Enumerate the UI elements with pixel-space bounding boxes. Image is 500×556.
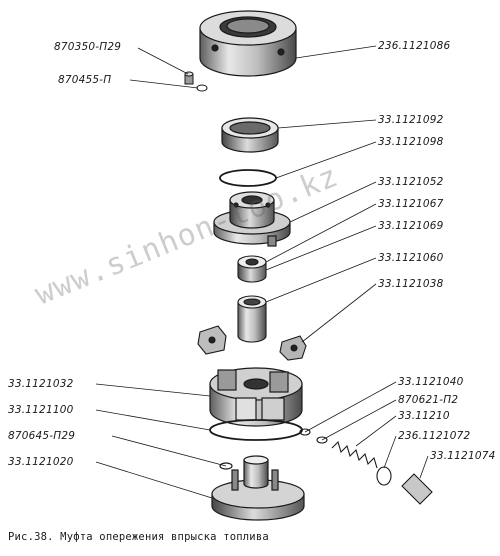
label-870621-p2: 870621-П2 (398, 394, 459, 406)
label-236-1121072: 236.1121072 (398, 430, 471, 442)
part-hub (209, 367, 303, 427)
figure-caption: Рис.38. Муфта опережения впрыска топлива (8, 531, 269, 543)
part-flange (213, 191, 291, 247)
leader-lines (95, 45, 429, 499)
label-33-1121067: 33.1121067 (378, 198, 444, 210)
part-screw (184, 71, 208, 92)
label-33-1121040: 33.1121040 (398, 376, 464, 388)
label-33-1121069: 33.1121069 (378, 220, 444, 232)
label-33-1121052: 33.1121052 (378, 176, 444, 188)
part-weights (197, 325, 307, 361)
label-870645-p29: 870645-П29 (8, 430, 76, 442)
label-870350-p29: 870350-П29 (54, 41, 122, 53)
part-o-ring (219, 169, 277, 187)
label-33-1121098: 33.1121098 (378, 136, 444, 148)
label-33-1121020: 33.1121020 (8, 456, 74, 468)
part-sleeve (237, 295, 267, 343)
part-ring (221, 117, 279, 153)
label-33-1121038: 33.1121038 (378, 278, 444, 290)
label-236-1121086: 236.1121086 (378, 40, 451, 52)
label-33-1121100: 33.1121100 (8, 404, 74, 416)
label-33-11210: 33.11210 (398, 410, 450, 422)
label-870455-p: 870455-П (58, 74, 112, 86)
part-bushing (237, 255, 267, 283)
part-base (211, 455, 305, 521)
label-33-1121092: 33.1121092 (378, 114, 444, 126)
label-33-1121032: 33.1121032 (8, 378, 74, 390)
part-nut (199, 10, 297, 77)
label-33-1121060: 33.1121060 (378, 252, 444, 264)
label-33-1121074: 33.1121074 (430, 450, 496, 462)
